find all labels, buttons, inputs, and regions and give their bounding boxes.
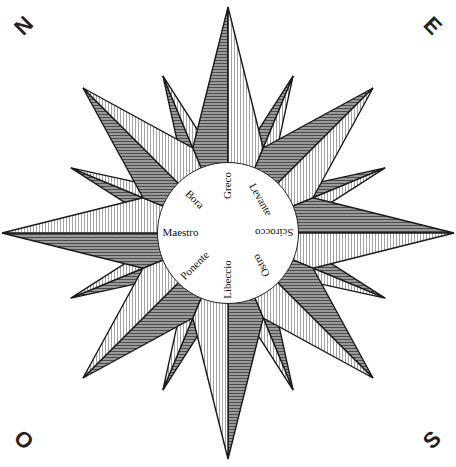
wind-name: Bora xyxy=(183,188,206,211)
cardinal-letter: S xyxy=(419,427,445,453)
wind-name: Greco xyxy=(222,172,233,199)
wind-name: Libeccio xyxy=(222,260,233,298)
cardinal-letter: E xyxy=(419,13,445,39)
wind-name: Ponente xyxy=(178,249,211,282)
wind-name: Ostro xyxy=(250,252,272,279)
wind-circle: Greco LevanteSciroccoOstro Libeccio Ponente… xyxy=(157,162,299,304)
wind-name: Scirocco xyxy=(255,227,293,238)
wind-name: Maestro xyxy=(162,227,198,238)
cardinal-letter: O xyxy=(10,426,38,454)
cardinal-letter: N xyxy=(11,13,38,40)
wind-name: Levante xyxy=(247,181,274,217)
